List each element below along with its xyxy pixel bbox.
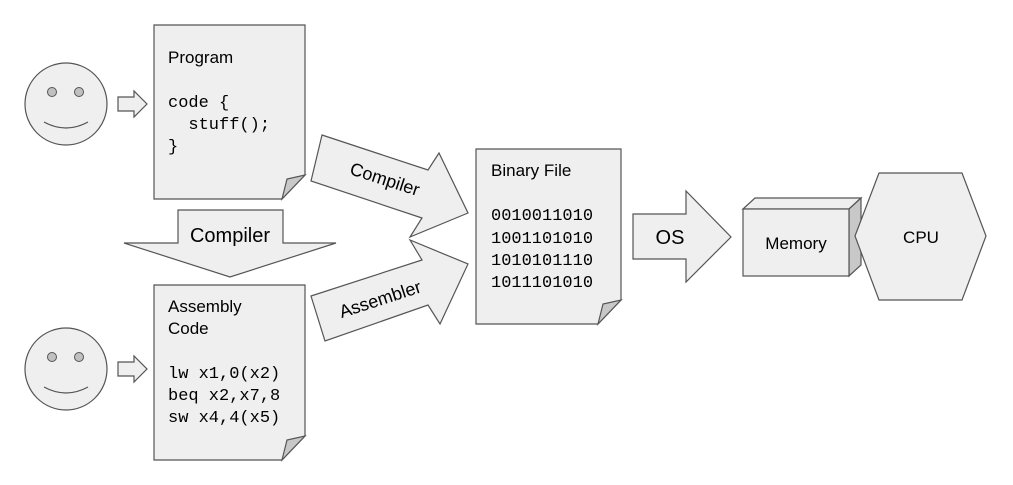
face-to-program-arrow-icon xyxy=(117,89,148,119)
cpu-label: CPU xyxy=(903,228,939,247)
program-code-line: } xyxy=(168,138,178,157)
compiler-down-arrow: Compiler xyxy=(123,209,337,278)
memory-label: Memory xyxy=(765,234,827,253)
program-document: Program code { stuff(); } xyxy=(153,24,307,202)
assembly-code-line: lw x1,0(x2) xyxy=(168,365,280,384)
binary-code-line: 1011101010 xyxy=(491,274,593,293)
binary-code-line: 0010011010 xyxy=(491,207,593,226)
compiler-down-label: Compiler xyxy=(190,225,270,247)
os-arrow: OS xyxy=(632,189,732,284)
assembler-diagonal-arrow: Assembler xyxy=(310,238,469,342)
assembly-title-line: Code xyxy=(168,319,209,338)
assembly-title-line: Assembly xyxy=(168,297,242,316)
program-title: Program xyxy=(168,48,233,67)
face-to-assembly-arrow-icon xyxy=(117,354,148,384)
os-label: OS xyxy=(656,227,685,249)
binary-code-line: 1010101110 xyxy=(491,252,593,271)
memory-box: Memory xyxy=(741,196,863,278)
assembly-code-line: beq x2,x7,8 xyxy=(168,387,280,406)
program-code-line: code { xyxy=(168,94,229,113)
binary-file-document: Binary File 0010011010 1001101010 101010… xyxy=(475,148,623,327)
binary-file-title: Binary File xyxy=(491,161,571,180)
compiler-diagonal-arrow: Compiler xyxy=(310,134,469,239)
program-code-line: stuff(); xyxy=(168,116,270,135)
assembly-document: Assembly Code lw x1,0(x2) beq x2,x7,8 sw… xyxy=(153,284,307,463)
assembly-code-line: sw x4,4(x5) xyxy=(168,409,280,428)
programmer-face-icon xyxy=(24,62,108,146)
binary-code-line: 1001101010 xyxy=(491,230,593,249)
cpu-hexagon: CPU xyxy=(854,172,987,301)
assembly-programmer-face-icon xyxy=(24,327,108,411)
